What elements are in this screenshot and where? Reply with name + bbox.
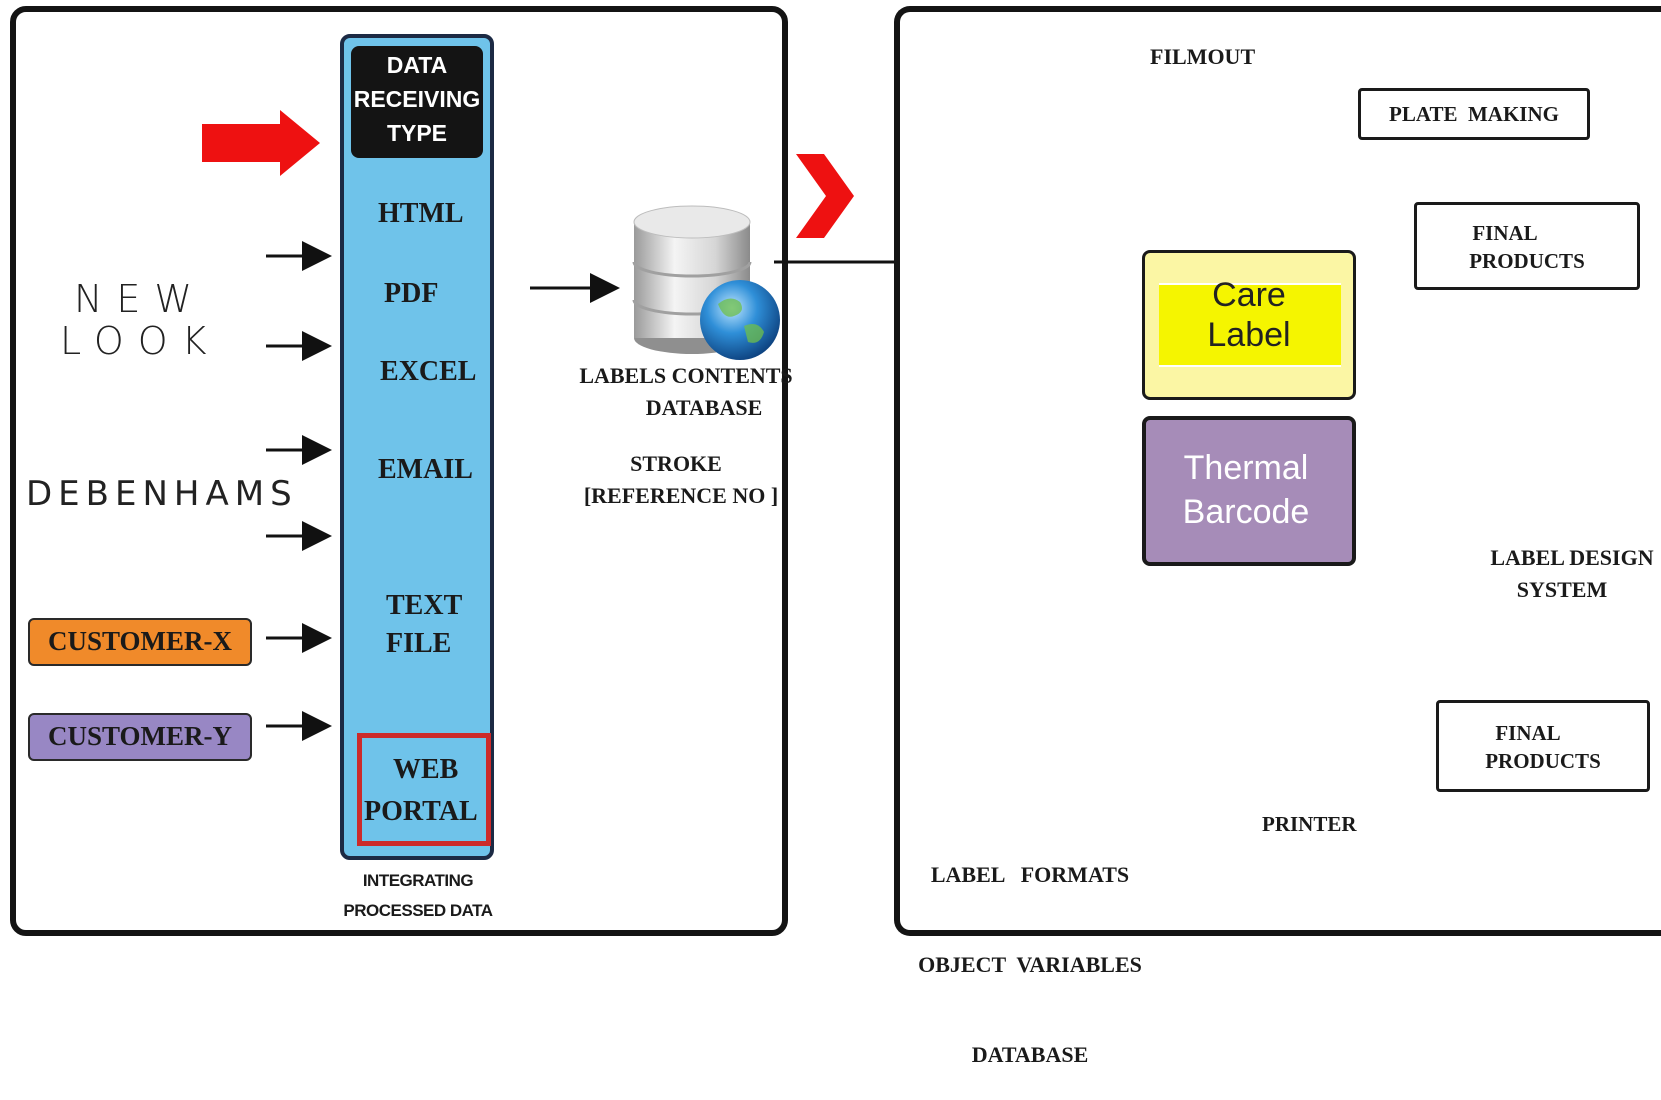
- new-look-line-2: LOOK: [60, 319, 221, 363]
- filmout-watermark: ulus so.co: [1170, 92, 1240, 108]
- stroke-label: STROKE: [630, 451, 722, 476]
- web-portal-highlight: [357, 733, 491, 846]
- item-email: EMAIL: [378, 454, 473, 485]
- integrating-footer: INTEGRATING PROCESSED DATA: [330, 866, 506, 926]
- data-receiving-column: [340, 34, 494, 860]
- formats-line-2: OBJECT VARIABLES: [918, 952, 1142, 977]
- customer-x-box: CUSTOMER-X: [28, 618, 252, 666]
- item-file: FILE: [386, 628, 452, 659]
- item-pdf: PDF: [384, 278, 439, 309]
- final-products-top-line-2: PRODUCTS: [1469, 249, 1585, 273]
- footer-line-1: INTEGRATING: [362, 871, 474, 890]
- care-label-highlight: [1159, 283, 1341, 367]
- new-look-logo: NEW LOOK: [60, 278, 240, 362]
- care-label-line-2: Label: [1207, 316, 1291, 354]
- label-design-line-2: SYSTEM: [1516, 577, 1608, 602]
- debenhams-logo: DEBENHAMS: [26, 474, 298, 514]
- care-label-box: Care Label: [1142, 250, 1356, 400]
- data-receiving-type-header: DATA RECEIVING TYPE: [351, 46, 483, 158]
- labels-contents-db-label: LABELS CONTENTS DATABASE: [556, 360, 816, 424]
- reference-no-label: [REFERENCE NO ]: [583, 483, 779, 508]
- final-products-bottom-box: FINAL PRODUCTS: [1436, 700, 1650, 792]
- final-products-bottom-line-2: PRODUCTS: [1485, 749, 1601, 773]
- footer-line-2: PROCESSED DATA: [343, 901, 493, 920]
- new-look-line-1: NEW: [74, 277, 207, 321]
- printer-label: PRINTER: [1262, 812, 1357, 836]
- customer-y-box: CUSTOMER-Y: [28, 713, 252, 761]
- thermal-line-2: Barcode: [1182, 493, 1310, 531]
- header-line-1: DATA: [386, 52, 448, 78]
- item-web: WEB: [393, 754, 459, 785]
- db-label-line-1: LABELS CONTENTS: [579, 363, 793, 388]
- formats-line-1: LABEL FORMATS: [930, 862, 1130, 887]
- item-html: HTML: [378, 198, 464, 229]
- db-label-line-2: DATABASE: [645, 395, 763, 420]
- header-line-3: TYPE: [386, 120, 448, 146]
- stroke-reference-label: STROKE [REFERENCE NO ]: [566, 448, 786, 512]
- thermal-line-1: Thermal: [1183, 449, 1309, 487]
- label-design-system-label: LABEL DESIGN SYSTEM: [1452, 542, 1661, 606]
- care-label-line-1: Care: [1212, 276, 1286, 314]
- input-arrows: [266, 241, 620, 741]
- item-text: TEXT: [386, 590, 463, 621]
- final-products-bottom-line-1: FINAL: [1495, 721, 1561, 745]
- care-label-text: Care Label: [1145, 275, 1353, 355]
- item-excel: EXCEL: [380, 356, 477, 387]
- label-design-line-1: LABEL DESIGN: [1490, 545, 1654, 570]
- final-products-top-line-1: FINAL: [1472, 221, 1538, 245]
- header-line-2: RECEIVING: [353, 86, 481, 112]
- formats-line-3: DATABASE: [971, 1042, 1089, 1067]
- thermal-barcode-text: Thermal Barcode: [1146, 446, 1346, 534]
- plate-making-box: PLATE MAKING: [1358, 88, 1590, 140]
- item-portal: PORTAL: [364, 796, 478, 827]
- filmout-label: FILMOUT: [1150, 44, 1256, 69]
- label-formats-db-label: LABEL FORMATS OBJECT VARIABLES DATABASE: [900, 800, 1160, 1100]
- labels-contents-database-icon: [632, 205, 780, 360]
- thermal-barcode-box: Thermal Barcode: [1142, 416, 1356, 566]
- final-products-top-box: FINAL PRODUCTS: [1414, 202, 1640, 290]
